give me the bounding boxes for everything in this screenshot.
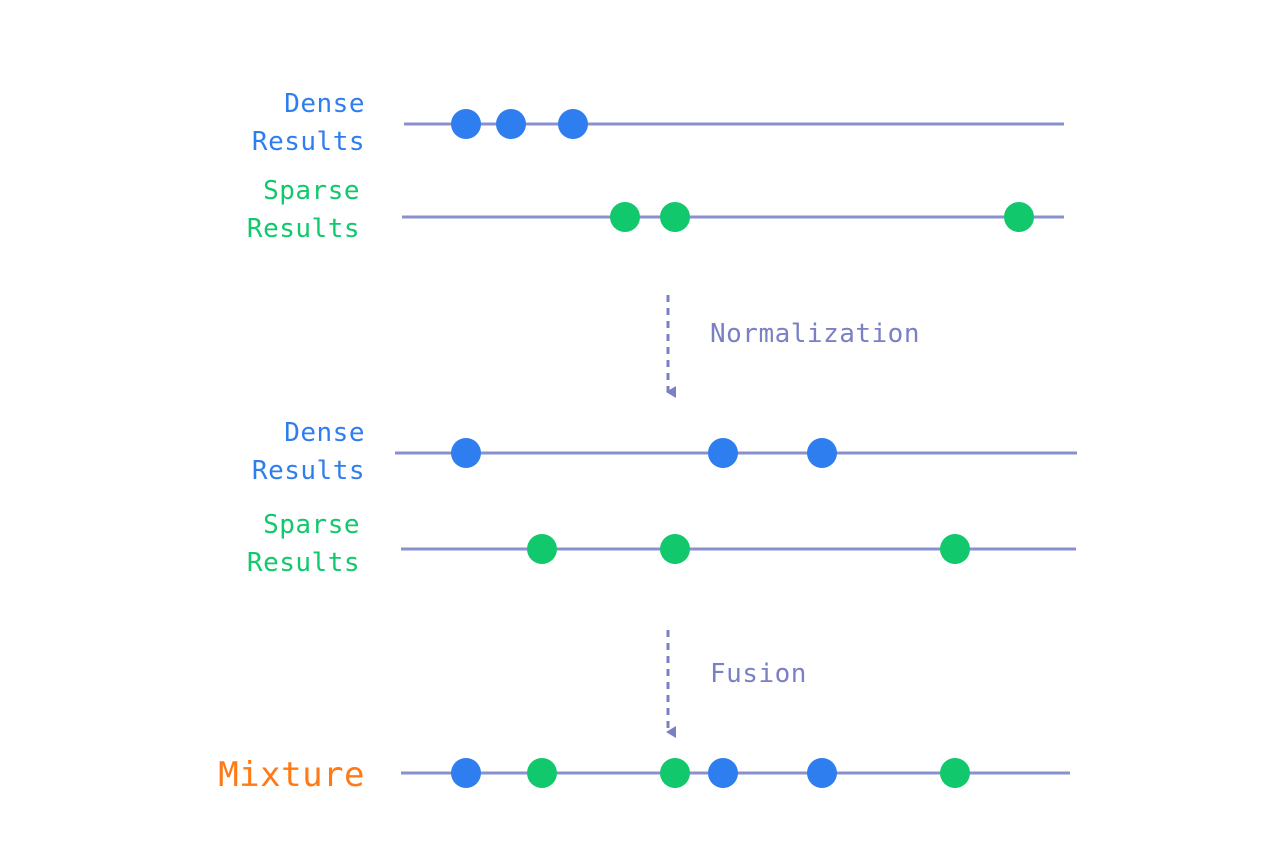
dense-label-line2: Results: [251, 127, 365, 157]
dense-result-dot: [451, 109, 481, 139]
sparse-result-dot: [527, 534, 557, 564]
dense-label-line1: Dense: [284, 418, 365, 448]
dense-label-line1: Dense: [284, 89, 365, 119]
normalization-label: Normalization: [710, 319, 920, 349]
dense-result-dot: [558, 109, 588, 139]
dense-label-line2: Results: [251, 456, 365, 486]
sparse-label-line1: Sparse: [263, 176, 360, 206]
sparse-results-label-after: Sparse Results: [247, 506, 360, 582]
dense-result-dot: [708, 438, 738, 468]
sparse-result-dot: [660, 202, 690, 232]
mixture-label: Mixture: [218, 755, 365, 795]
mixture-dense-dot: [708, 758, 738, 788]
sparse-label-line2: Results: [246, 548, 360, 578]
mixture-dense-dot: [807, 758, 837, 788]
mixture-dense-dot: [451, 758, 481, 788]
fusion-label: Fusion: [710, 659, 807, 689]
dense-results-label-after: Dense Results: [252, 414, 365, 490]
dense-results-label-before: Dense Results: [252, 85, 365, 161]
sparse-result-dot: [1004, 202, 1034, 232]
sparse-label-line2: Results: [246, 214, 360, 244]
dense-result-dot: [496, 109, 526, 139]
mixture-sparse-dot: [527, 758, 557, 788]
mixture-sparse-dot: [940, 758, 970, 788]
dense-result-dot: [807, 438, 837, 468]
mixture-sparse-dot: [660, 758, 690, 788]
sparse-label-line1: Sparse: [263, 510, 360, 540]
dense-result-dot: [451, 438, 481, 468]
sparse-results-label-before: Sparse Results: [247, 172, 360, 248]
sparse-result-dot: [660, 534, 690, 564]
sparse-result-dot: [610, 202, 640, 232]
sparse-result-dot: [940, 534, 970, 564]
